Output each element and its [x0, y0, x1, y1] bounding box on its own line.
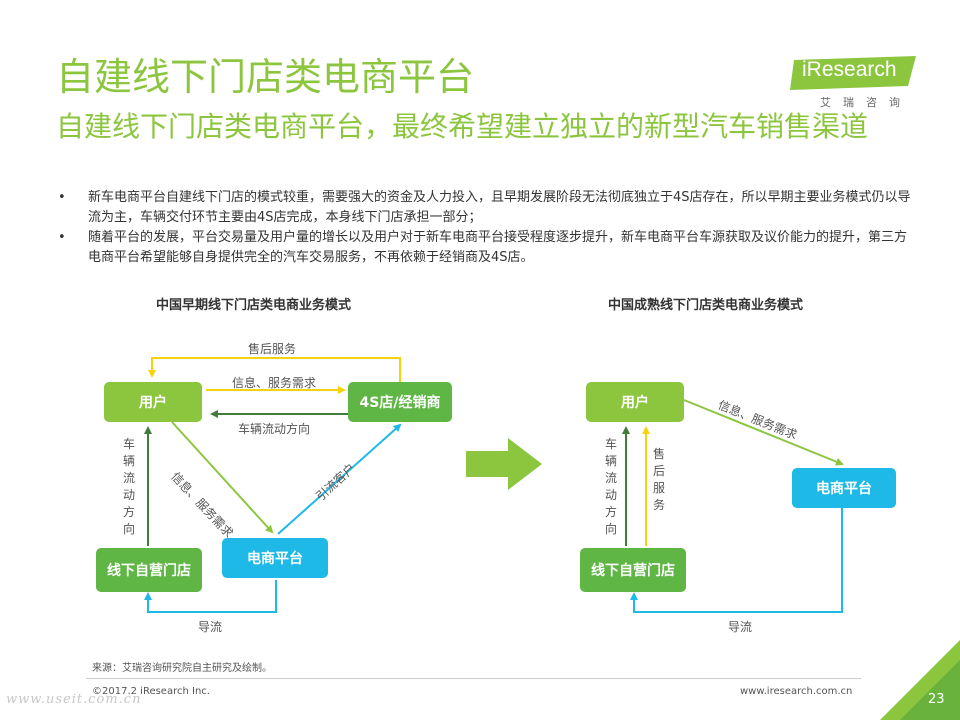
node-right-user: 用户: [586, 382, 684, 422]
page-title: 自建线下门店类电商平台: [56, 55, 475, 99]
arrow-right-guide: [630, 508, 843, 613]
node-platform: 电商平台: [222, 538, 328, 578]
arrow-right-info-service: [683, 399, 844, 466]
node-right-store: 线下自营门店: [580, 548, 686, 592]
left-diagram-title: 中国早期线下门店类电商业务模式: [156, 298, 352, 313]
node-right-platform: 电商平台: [792, 468, 896, 508]
logo-wordmark: iResearch: [802, 58, 897, 82]
label-vehicle-flow: 车辆流动方向: [238, 422, 311, 436]
bullet-text: 随着平台的发展，平台交易量及用户量的增长以及用户对于新车电商平台接受程度逐步提升…: [88, 230, 908, 265]
node-store: 线下自营门店: [96, 548, 202, 592]
label-right-after-sales: 售后服务: [652, 447, 665, 512]
bullet-item: • 新车电商平台自建线下门店的模式较重，需要强大的资金及人力投入，且早期发展阶段…: [58, 188, 918, 228]
page-subtitle: 自建线下门店类电商平台，最终希望建立独立的新型汽车销售渠道: [56, 110, 869, 143]
label-vehicle-flow-vertical: 车辆流动方向: [122, 437, 135, 536]
corner-triangle-decoration: [880, 640, 960, 720]
logo-cn-name: 艾瑞咨询: [820, 96, 912, 109]
arrow-info-service-diag: [171, 421, 274, 534]
logo-brand: Research: [806, 58, 897, 81]
page-number: 23: [928, 692, 945, 707]
bullet-text: 新车电商平台自建线下门店的模式较重，需要强大的资金及人力投入，且早期发展阶段无法…: [88, 190, 911, 225]
bullet-marker: •: [58, 230, 66, 245]
bullet-item: • 随着平台的发展，平台交易量及用户量的增长以及用户对于新车电商平台接受程度逐步…: [58, 228, 918, 268]
label-info-service: 信息、服务需求: [232, 376, 317, 390]
bullet-marker: •: [58, 190, 66, 205]
bullet-list: • 新车电商平台自建线下门店的模式较重，需要强大的资金及人力投入，且早期发展阶段…: [58, 188, 918, 268]
site-url: www.iresearch.com.cn: [740, 686, 853, 697]
label-right-vehicle-flow: 车辆流动方向: [604, 437, 617, 536]
transition-arrow: [466, 438, 542, 490]
iresearch-logo: iResearch 艾瑞咨询: [790, 56, 940, 114]
label-guide: 导流: [198, 620, 223, 634]
source-note: 来源：艾瑞咨询研究院自主研究及绘制。: [92, 663, 272, 674]
node-user: 用户: [104, 382, 202, 422]
watermark: www.useit.com.cn: [6, 692, 142, 707]
footer-divider: [86, 678, 861, 679]
label-right-guide: 导流: [728, 620, 753, 634]
arrow-guide: [144, 580, 277, 613]
arrow-after-sales: [148, 357, 401, 382]
logo-badge-shape: [790, 56, 916, 90]
arrow-traffic: [277, 423, 402, 535]
right-diagram-title: 中国成熟线下门店类电商业务模式: [608, 298, 804, 313]
label-after-sales: 售后服务: [248, 342, 297, 356]
node-dealer: 4S店/经销商: [348, 382, 452, 422]
logo-prefix: i: [802, 58, 807, 81]
copyright: ©2017.2 iResearch Inc.: [92, 686, 210, 697]
